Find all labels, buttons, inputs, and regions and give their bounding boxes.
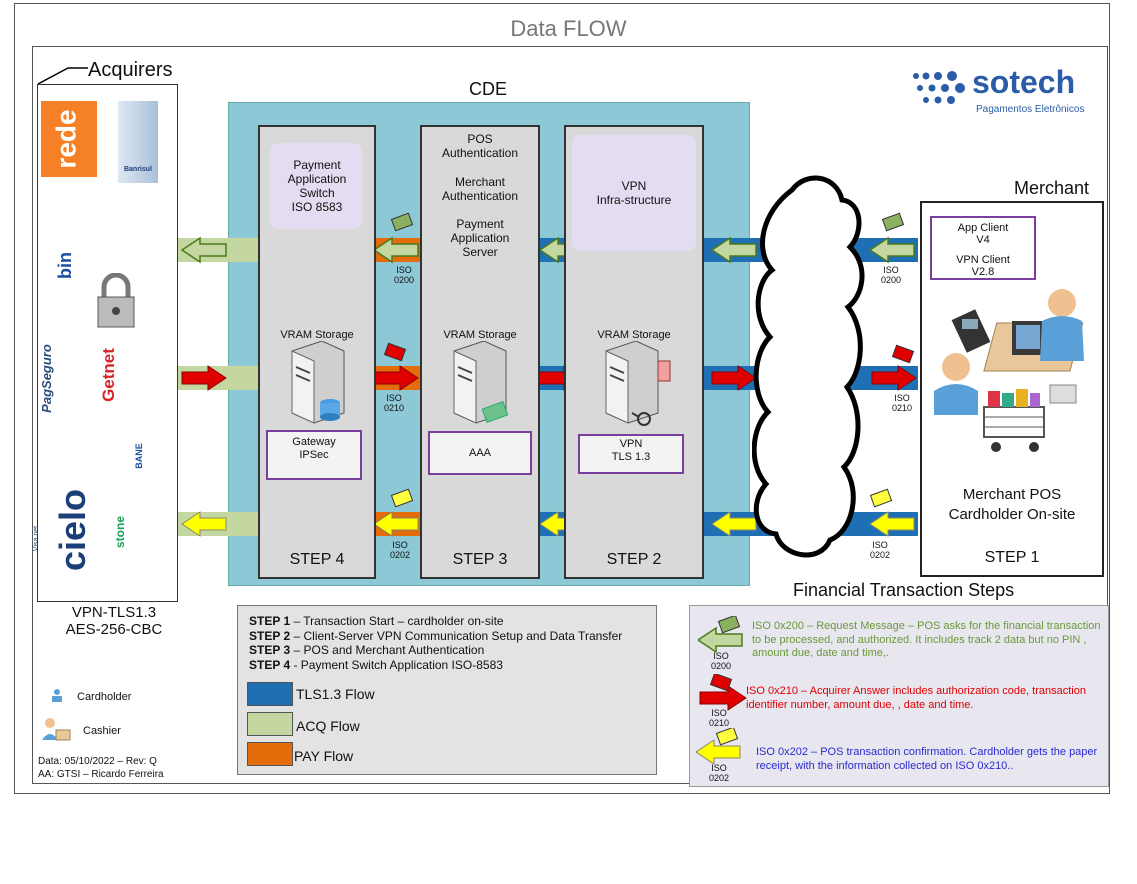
tls-flow-label: TLS1.3 Flow [296,686,375,702]
steps-legend: STEP 1 – Transaction Start – cardholder … [237,605,657,775]
getnet-logo: Getnet [98,348,118,402]
cielo-logo: cielo [52,488,94,572]
merchant-label: Merchant [1014,178,1090,198]
iso-0210-legend-icon [699,674,747,711]
pay-flow-swatch [247,742,293,766]
rede-logo: rede [41,101,97,177]
server-icon [453,341,509,424]
acquirers-label: Acquirers [88,59,173,81]
server-key-icon [605,341,671,426]
cardholder-label: Cardholder [77,691,132,703]
legend-step-item: STEP 2 – Client-Server VPN Communication… [249,628,623,643]
padlock-icon [97,273,135,328]
step4-label: STEP 4 [289,551,345,568]
outer-frame [14,3,1110,794]
internet-cloud-icon [752,175,865,558]
pagseguro-logo: PagSeguro [38,344,54,413]
cashier-icon [42,718,71,741]
banrisul-logo: Banrisul [118,101,158,183]
acquirers-panel: rede Banrisul bin PagSeguro Getnet BANE … [33,84,178,602]
sotech-dots-icon [913,71,965,104]
arrow-0210-pay [373,365,419,391]
cardholder-icon [52,689,62,702]
aaa-box: AAA [428,431,532,475]
server-icon [291,341,345,424]
vram-storage-label: VRAM Storage [597,329,671,341]
arrow-0200-acq [181,237,227,263]
financial-steps-label: Financial Transaction Steps [793,580,1015,600]
arrow-0202-acq [181,511,227,537]
visanet-label: Visa net [33,525,41,552]
legend-step-item: STEP 1 – Transaction Start – cardholder … [249,614,504,628]
vram-storage-label: VRAM Storage [280,329,354,341]
iso-0210-description: ISO 0x210 – Acquirer Answer includes aut… [746,685,1086,711]
bane-logo: BANE [133,443,144,469]
cashier-label: Cashier [83,725,121,737]
payment-switch-box [270,143,362,229]
envelope-icon [151,212,1093,524]
stone-logo: stone [113,515,128,549]
diagram-title: Data FLOW [510,16,627,41]
steps-list: STEP 1 – Transaction Start – cardholder … [249,614,622,672]
step2-label: STEP 2 [606,551,662,568]
acq-flow-label: ACQ Flow [296,718,360,734]
arrow-0202-pay [373,511,419,537]
step1-label: STEP 1 [984,549,1040,566]
legend-step-item: STEP 4 - Payment Switch Application ISO-… [249,657,503,672]
client-versions-box: App Client V4 VPN Client V2.8 [930,216,1036,280]
arrow-0210-tls-a [711,365,757,391]
step3-label: STEP 3 [452,551,508,568]
bin-logo: bin [55,252,75,279]
vram-storage-label: VRAM Storage [443,329,517,341]
arrow-0200-pay [373,237,419,263]
legend-step-item: STEP 3 – POS and Merchant Authentication [249,643,485,657]
merchant-panel: App Client V4 VPN Client V2.8 Merchant P… [920,201,1104,577]
tls-flow-swatch [247,682,293,706]
inner-frame [32,46,1108,784]
acquirers-pointer [38,67,88,85]
sotech-logo: sotech Pagamentos Eletrônicos [912,64,1102,120]
iso-0202-legend-icon [696,728,741,765]
iso-0202-description: ISO 0x202 – POS transaction confirmation… [756,746,1098,772]
vpn-infra-box [572,135,696,251]
pay-flow-label: PAY Flow [294,748,354,764]
acq-flow-swatch [247,712,293,736]
pos-scene-icon [934,289,1084,452]
iso-0200-description: ISO 0x200 – Request Message – POS asks f… [752,620,1101,659]
iso-0200-legend-icon [698,616,743,654]
cde-label: CDE [468,79,507,99]
arrow-0210-acq [181,365,227,391]
arrow-0200-tls-a [711,237,757,263]
arrow-0202-tls-a [711,511,757,537]
